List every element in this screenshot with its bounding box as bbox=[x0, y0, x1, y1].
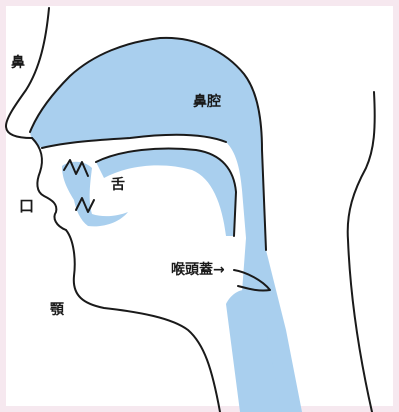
label-jaw: 顎 bbox=[50, 302, 64, 318]
label-mouth: 口 bbox=[19, 198, 34, 214]
label-nose: 鼻 bbox=[11, 55, 25, 71]
neck-outline bbox=[348, 92, 375, 412]
jaw-outline bbox=[66, 230, 220, 412]
airway-fill bbox=[30, 38, 302, 412]
lip-outline bbox=[32, 138, 66, 230]
label-tongue: 舌 bbox=[111, 177, 125, 193]
label-epiglottis: 喉頭蓋→ bbox=[171, 262, 225, 278]
label-nasal-cavity: 鼻腔 bbox=[193, 94, 221, 110]
